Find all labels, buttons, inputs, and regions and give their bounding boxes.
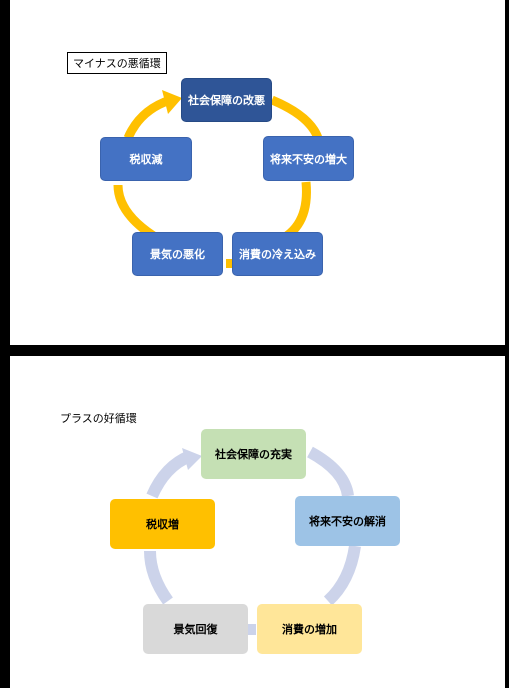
node-future-anxiety-increase: 将来不安の増大 bbox=[263, 136, 354, 181]
arrow-head-icon bbox=[182, 448, 202, 470]
arrow-head-icon bbox=[162, 90, 182, 114]
node-economic-recovery: 景気回復 bbox=[143, 604, 248, 654]
node-social-security-worsening: 社会保障の改悪 bbox=[181, 78, 272, 122]
node-economic-downturn: 景気の悪化 bbox=[132, 232, 223, 276]
vicious-cycle-panel: マイナスの悪循環 社会保障の改悪 将来不安の増大 消費の冷え込み 景気の悪化 税… bbox=[10, 0, 505, 345]
node-future-anxiety-resolved: 将来不安の解消 bbox=[295, 496, 400, 546]
vicious-cycle-title: マイナスの悪循環 bbox=[67, 52, 167, 74]
node-consumption-slump: 消費の冷え込み bbox=[232, 232, 323, 276]
virtuous-cycle-panel: プラスの好循環 社会保障の充実 将来不安の解消 消費の増加 景気回復 税収増 bbox=[10, 356, 505, 688]
node-tax-revenue-increase: 税収増 bbox=[110, 499, 215, 549]
node-social-security-enhancement: 社会保障の充実 bbox=[201, 429, 306, 479]
virtuous-cycle-ring bbox=[144, 446, 361, 635]
node-tax-revenue-decrease: 税収減 bbox=[100, 137, 192, 181]
virtuous-cycle-title: プラスの好循環 bbox=[60, 412, 137, 425]
node-consumption-increase: 消費の増加 bbox=[257, 604, 362, 654]
